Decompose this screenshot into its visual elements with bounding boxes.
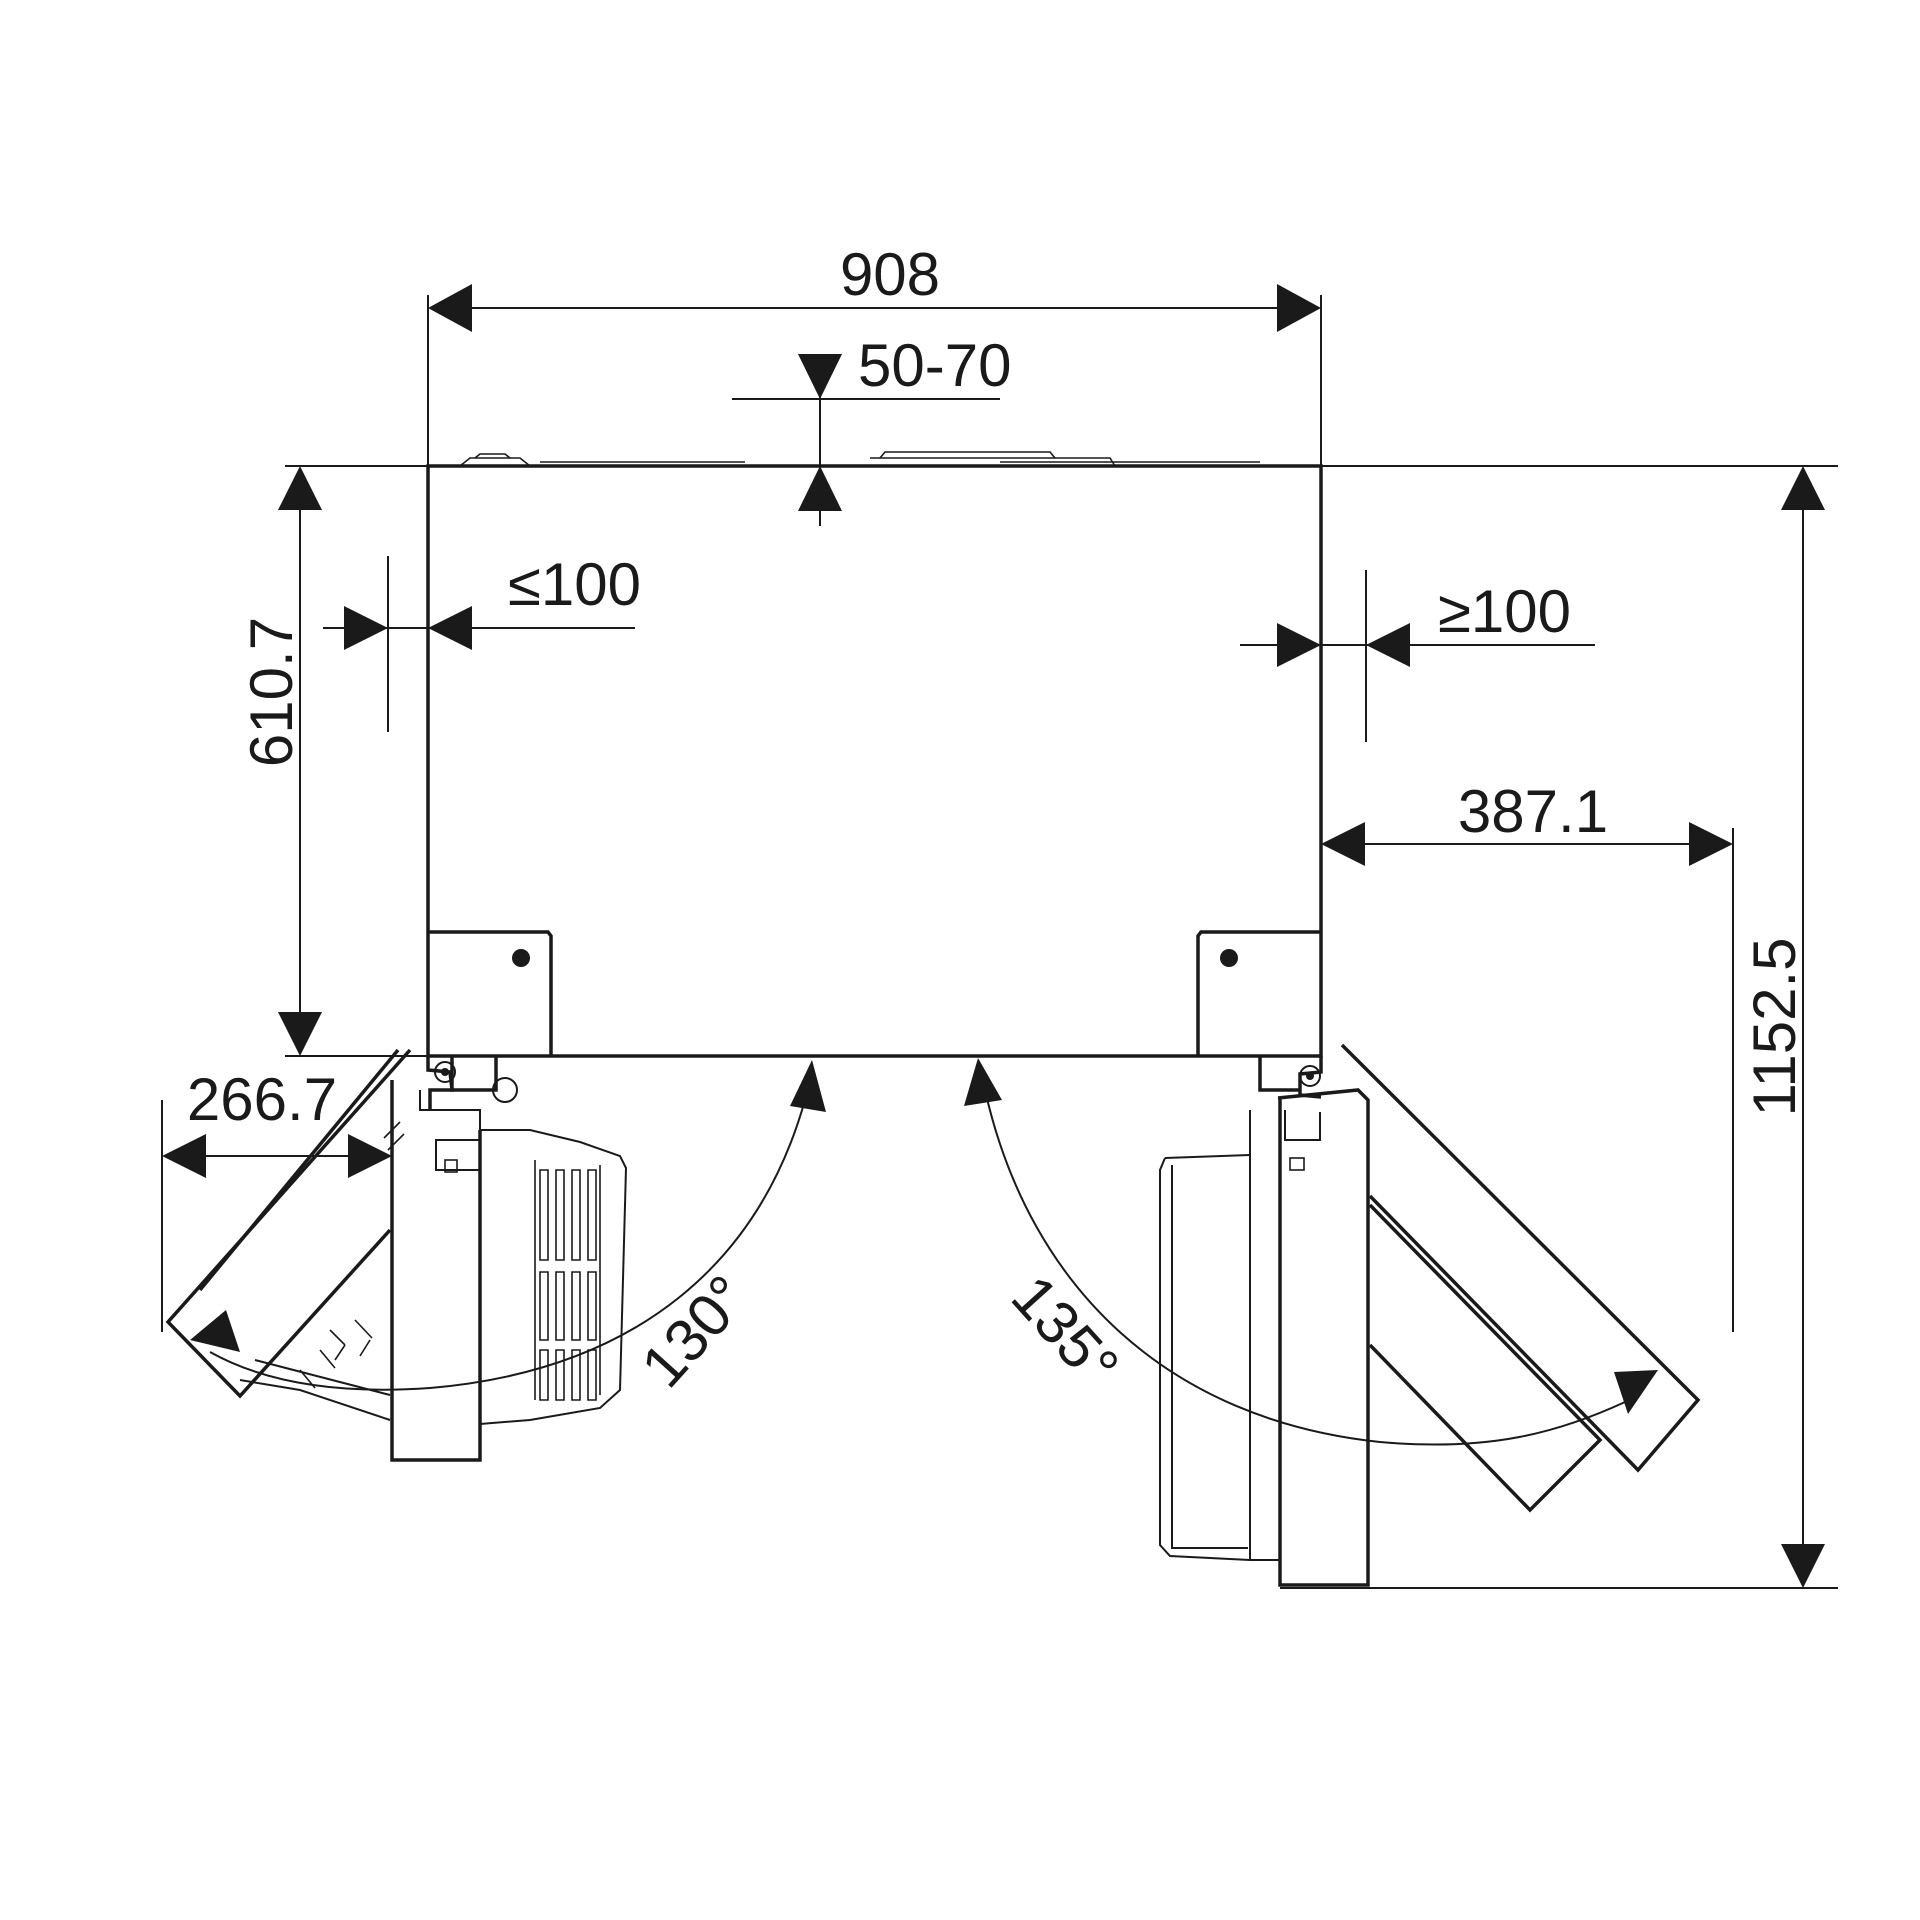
dimension-door-width: 387.1 <box>1321 778 1734 1332</box>
dimension-side-gap-right: ≥100 <box>1240 570 1595 742</box>
top-gap-label: 50-70 <box>858 332 1011 399</box>
door-projection-label: 266.7 <box>187 1066 337 1133</box>
dimension-width: 908 <box>427 241 1322 466</box>
dimension-body-depth: 610.7 <box>238 465 428 1057</box>
dimension-total-depth: 1152.5 <box>1280 465 1838 1589</box>
total-depth-label: 1152.5 <box>1741 937 1808 1116</box>
body-depth-label: 610.7 <box>238 617 305 767</box>
angle-left-label: 130° <box>628 1263 761 1400</box>
right-hinge-block <box>1196 930 1321 1056</box>
dimension-top-gap: 50-70 <box>732 332 1011 526</box>
width-label: 908 <box>840 241 940 308</box>
door-width-label: 387.1 <box>1458 778 1608 845</box>
right-door <box>1159 1043 1701 1587</box>
left-hinge-block <box>428 930 553 1056</box>
angle-right-door: 135° <box>964 1058 1658 1446</box>
dimension-door-projection: 266.7 <box>161 1066 392 1332</box>
side-gap-right-label: ≥100 <box>1438 578 1571 645</box>
side-gap-left-label: ≤100 <box>508 551 641 618</box>
dimension-side-gap-left: ≤100 <box>323 551 641 732</box>
left-door <box>165 1048 628 1462</box>
appliance-body <box>426 451 1323 1058</box>
angle-right-label: 135° <box>999 1263 1132 1400</box>
